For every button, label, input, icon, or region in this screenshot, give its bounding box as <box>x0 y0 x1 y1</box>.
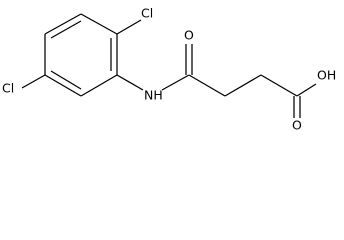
ring-bond <box>80 13 118 35</box>
chain-bond <box>260 74 298 97</box>
ring-double-bond <box>50 20 82 39</box>
chemical-structure: Cl Cl NH O OH O <box>2 6 336 133</box>
oxygen-label-amide: O <box>184 28 194 43</box>
ring-double-bond <box>50 70 82 90</box>
nh-label: NH <box>144 88 163 103</box>
oh-label: OH <box>317 68 336 83</box>
chlorine-label-top: Cl <box>141 6 153 21</box>
oxygen-label-acid: O <box>292 118 302 133</box>
ring-bond <box>44 13 82 35</box>
c-n-bond <box>116 74 144 91</box>
ring-bond <box>80 74 118 97</box>
acid-c-oh-bond <box>296 83 317 97</box>
ring-bond <box>44 74 82 97</box>
chain-bond <box>224 74 262 97</box>
benzene-ring <box>44 13 118 97</box>
chain-bond <box>188 74 226 97</box>
c-cl-bond-left <box>21 74 46 89</box>
n-c-bond <box>161 74 190 91</box>
c-cl-bond-top <box>116 19 142 35</box>
chlorine-label-left: Cl <box>2 81 14 96</box>
